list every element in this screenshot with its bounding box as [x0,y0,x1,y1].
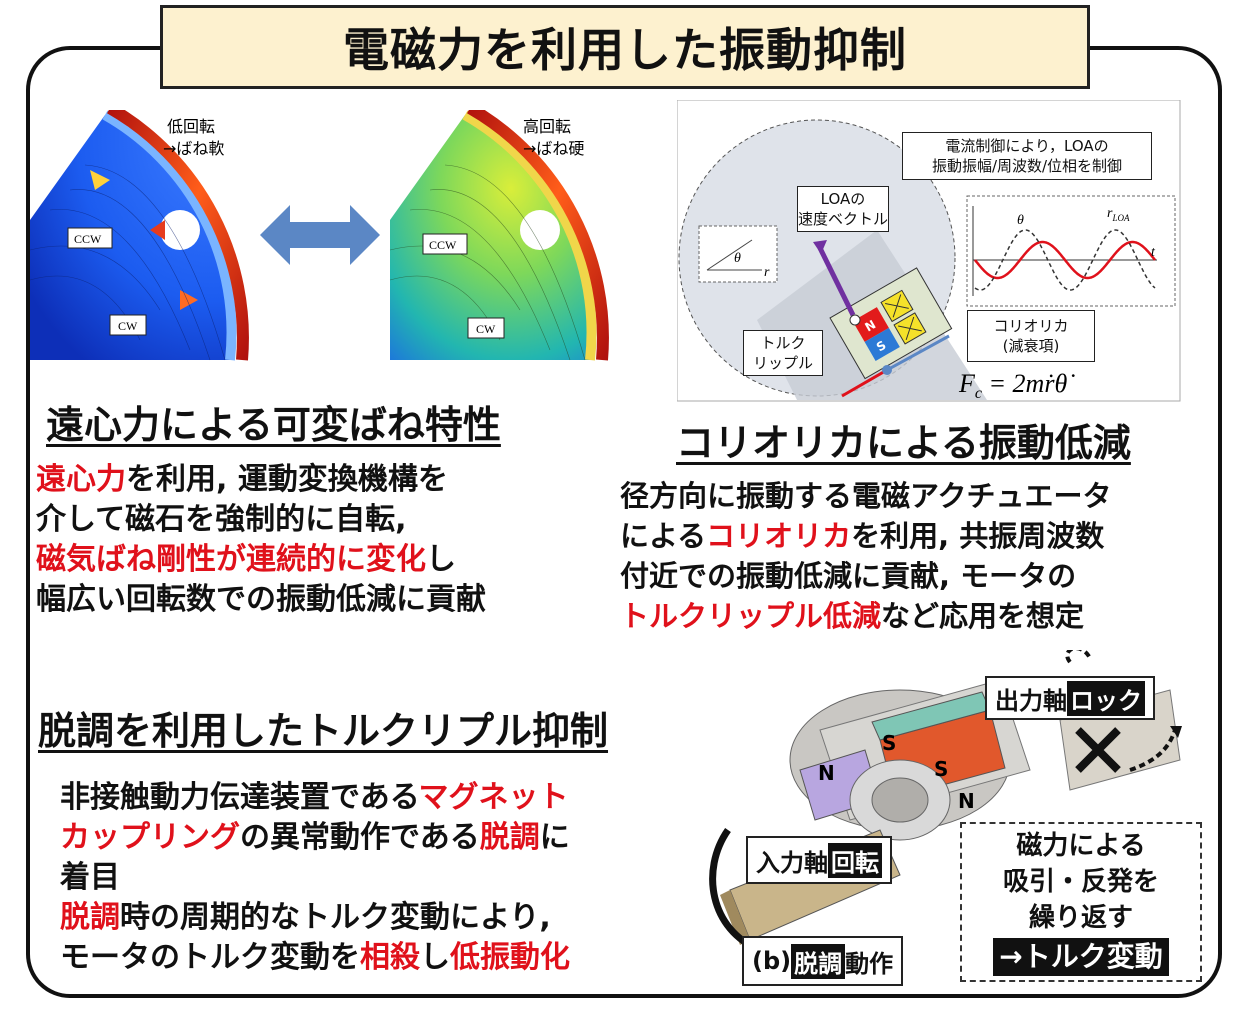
body-text: 付近での振動低減に貢献, モータの [620,559,1077,593]
torque-ripple-arrow [841,368,888,398]
text-line: 付近での振動低減に貢献, モータの [620,556,1112,596]
coriolis-formula: Fc = 2mṙθ̇ [958,369,1075,402]
text-centrifugal: 遠心力を利用, 運動変換機構を介して磁石を強制的に自転,磁気ばね剛性が連続的に変… [36,460,486,620]
text-line: トルクリップル低減など応用を想定 [620,596,1112,636]
coriolis-label: コリオリカ(減衰項) [967,310,1095,362]
step-out-caption: (b) 脱調動作 [742,936,904,986]
label-low-2: →ばね軟 [163,139,224,158]
text-line: 径方向に振動する電磁アクチュエータ [620,476,1112,516]
heading-coriolis: コリオリカによる振動低減 [676,421,1131,465]
body-text: 径方向に振動する電磁アクチュエータ [620,479,1112,513]
fem-stress-figure: 低回転 →ばね軟 CCW CW 高回転 →ばね硬 CCW CW [30,110,609,361]
wave-theta: θ [1017,213,1024,228]
text-line: 磁気ばね剛性が連続的に変化し [36,540,486,580]
body-text: による [620,519,707,553]
magnet-coupling-diagram: S S N N [709,650,1182,960]
pole-s2: S [934,757,948,781]
highlight-text: 相殺 [360,940,420,975]
body-text: 着目 [60,860,120,895]
label-ccw-high: CCW [429,238,457,252]
body-text: モータのトルク変動を [60,940,360,975]
heading-centrifugal: 遠心力による可変ばね特性 [46,403,501,447]
label-high-1: 高回転 [523,117,571,136]
text-line: 介して磁石を強制的に自転, [36,500,486,540]
control-note: 電流制御により，LOAの振動振幅/周波数/位相を制御 [902,132,1152,180]
label-ccw-low: CCW [74,232,102,246]
theta-label: θ [734,251,741,266]
magnet-force-note: 磁力による 吸引・反発を 繰り返す →トルク変動 [960,822,1202,982]
body-text: し [426,542,456,577]
wave-t: t [1151,245,1156,260]
text-line: カップリングの異常動作である脱調に [60,818,570,858]
torque-change-badge: →トルク変動 [993,938,1169,976]
label-cw-high: CW [476,322,496,336]
body-text: 非接触動力伝達装置である [60,780,419,815]
text-line: 遠心力を利用, 運動変換機構を [36,460,486,500]
label-high-2: →ばね硬 [523,139,584,158]
body-text: し [420,940,450,975]
highlight-text: カップリング [60,820,240,855]
theta-wave [974,240,1156,280]
input-shaft-rotation-label: 入力軸回転 [746,836,892,884]
velocity-label: LOAの速度ベクトル [797,186,889,232]
page-title: 電磁力を利用した振動抑制 [160,5,1090,89]
highlight-text: 低振動化 [450,940,570,975]
highlight-text: トルクリップル低減 [620,599,882,633]
output-shaft-lock-label: 出力軸ロック [985,676,1155,720]
heading-step-out: 脱調を利用したトルクリプル抑制 [38,709,609,753]
highlight-text: 磁気ばね剛性が連続的に変化 [36,542,426,577]
text-line: によるコリオリカを利用, 共振周波数 [620,516,1112,556]
actuator: N S [829,267,953,380]
pole-n1: N [818,761,835,785]
double-arrow-icon [260,205,380,265]
body-text: の異常動作である [240,820,480,855]
body-text: を利用, 共振周波数 [851,519,1105,553]
coriolis-arrow [886,334,950,372]
body-text: に [539,820,570,855]
body-text: など応用を想定 [881,599,1085,633]
highlight-text: 脱調 [479,820,540,855]
lock-cross-icon [1075,727,1121,773]
body-text: を利用, 運動変換機構を [126,462,448,497]
highlight-text: マグネット [418,780,569,815]
body-text: 幅広い回転数での振動低減に貢献 [36,582,486,617]
highlight-text: コリオリカ [706,519,852,553]
highlight-text: 脱調 [60,900,120,935]
text-line: 着目 [60,858,570,898]
fem-high-speed [389,110,609,361]
pole-n2: N [958,789,975,813]
velocity-vector-arrow [817,246,856,317]
text-line: 幅広い回転数での振動低減に貢献 [36,580,486,620]
label-low-1: 低回転 [167,117,215,136]
text-line: モータのトルク変動を相殺し低振動化 [60,938,570,978]
r-loa-wave [974,229,1156,291]
body-text: 介して磁石を強制的に自転, [36,502,407,537]
wave-rloa: rLOA [1107,206,1130,223]
torque-ripple-label: トルクリップル [743,330,823,376]
fem-low-speed [30,110,249,361]
text-line: 脱調時の周期的なトルク変動により, [60,898,570,938]
pole-s1: S [882,731,896,755]
text-line: 非接触動力伝達装置であるマグネット [60,778,570,818]
text-step-out: 非接触動力伝達装置であるマグネットカップリングの異常動作である脱調に着目脱調時の… [60,778,570,978]
text-coriolis: 径方向に振動する電磁アクチュエータによるコリオリカを利用, 共振周波数付近での振… [620,476,1112,636]
r-label: r [764,265,770,280]
highlight-text: 遠心力 [36,462,126,497]
label-cw-low: CW [118,319,138,333]
body-text: 時の周期的なトルク変動により, [120,900,551,935]
